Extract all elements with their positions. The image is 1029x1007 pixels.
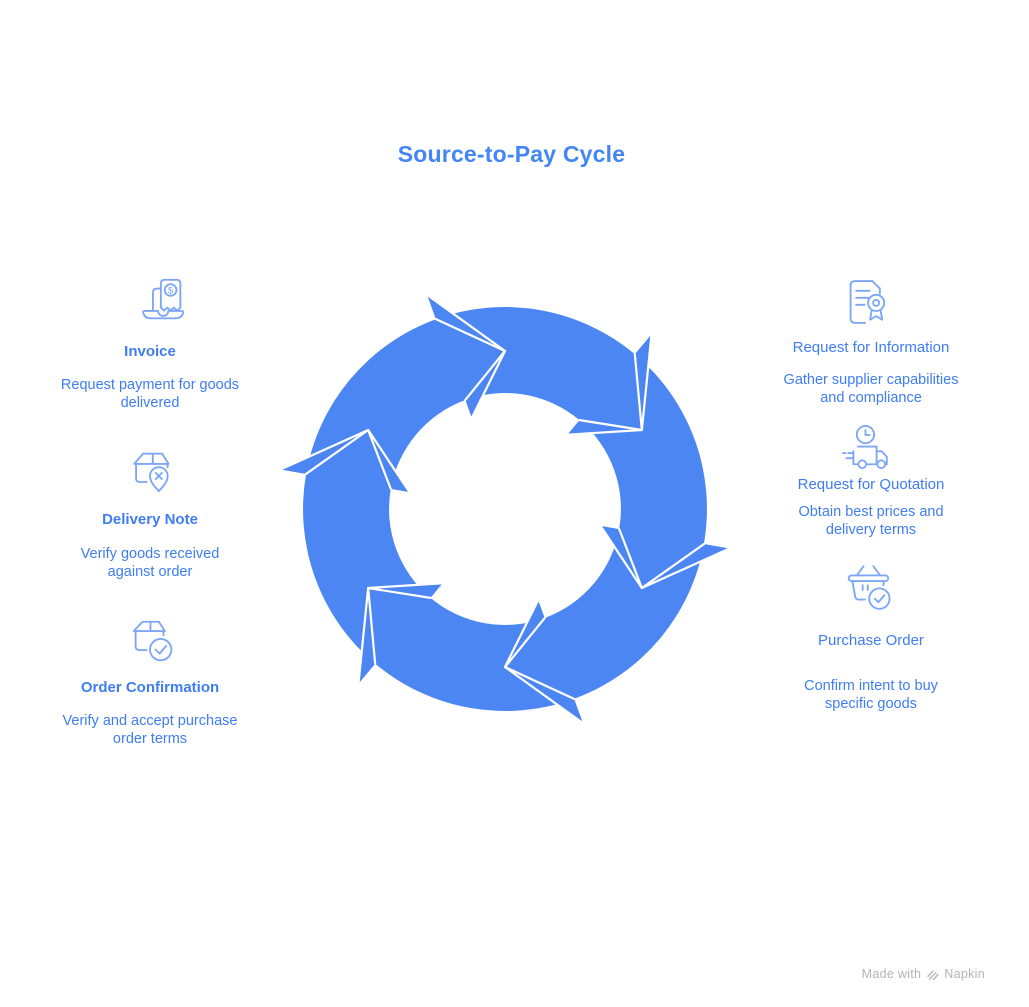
shopping-basket-check-icon xyxy=(839,562,891,614)
svg-text:$: $ xyxy=(168,285,173,295)
cycle-arrows-graphic xyxy=(275,279,735,739)
step-description: Obtain best prices and delivery terms xyxy=(798,504,944,538)
step-title: Order Confirmation xyxy=(80,679,220,696)
napkin-logo-icon xyxy=(927,969,940,980)
delivery-truck-clock-icon xyxy=(839,422,891,474)
cycle-arrow-segments xyxy=(275,279,735,739)
invoice-laptop-icon: $ xyxy=(133,277,185,329)
step-description: Verify goods received against order xyxy=(80,546,220,580)
watermark-prefix: Made with xyxy=(861,967,922,981)
watermark: Made with Napkin xyxy=(862,967,985,981)
step-title: Invoice xyxy=(124,343,176,360)
package-location-pin-icon xyxy=(124,443,176,495)
document-badge-icon xyxy=(839,276,891,328)
step-title: Delivery Note xyxy=(102,511,198,528)
step-title: Request for Information xyxy=(792,339,950,356)
step-description: Request payment for goods delivered xyxy=(60,377,240,411)
step-title: Request for Quotation xyxy=(797,476,945,493)
step-description: Verify and accept purchase order terms xyxy=(62,713,238,747)
watermark-brand: Napkin xyxy=(944,967,985,981)
page-title: Source-to-Pay Cycle xyxy=(397,141,626,167)
package-check-icon xyxy=(124,612,176,664)
step-description: Confirm intent to buy specific goods xyxy=(804,678,938,712)
step-description: Gather supplier capabilities and complia… xyxy=(783,372,959,406)
step-title: Purchase Order xyxy=(818,632,924,649)
